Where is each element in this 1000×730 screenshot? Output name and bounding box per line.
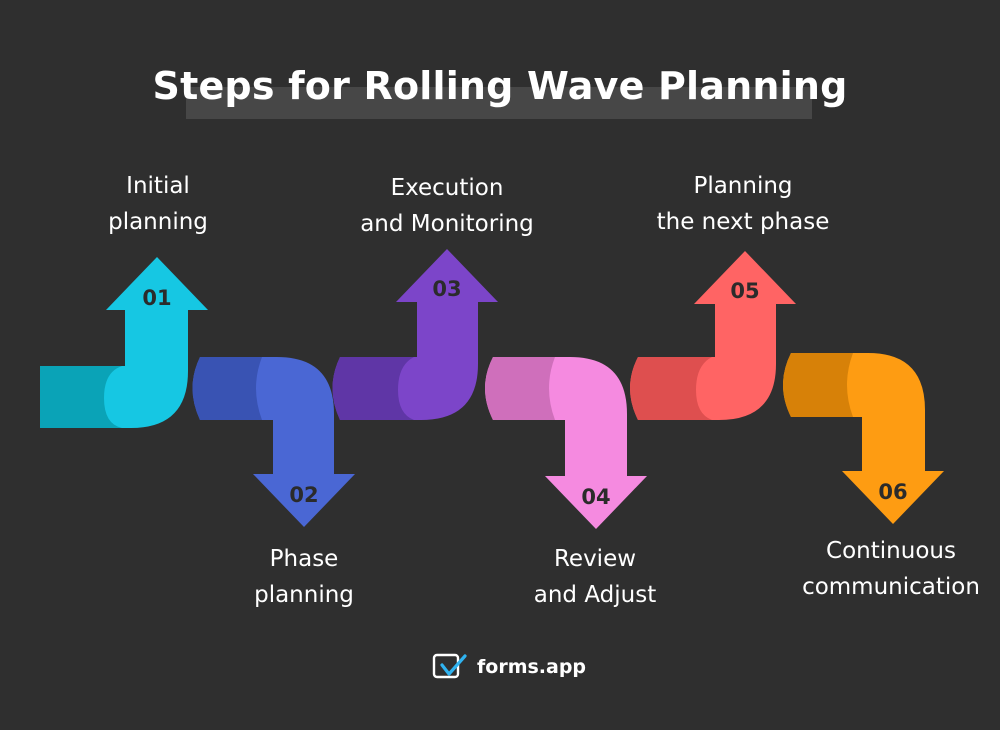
step-06-number: 06 [878,480,907,504]
step-02-label-line-1: Phase [269,546,339,572]
step-01-label: Initial planning [98,168,218,240]
brand-name: forms.app [477,656,587,678]
step-06-arrow: 06 [783,353,944,524]
step-06-label: Continuous communication [797,533,985,605]
title-highlight-band [186,87,812,119]
step-04-label-line-2: and Adjust [533,582,657,608]
brand-footer: forms.app [432,653,586,681]
step-02-label-line-2: planning [254,582,354,608]
step-01-label-line-1: Initial [126,173,190,199]
step-02-arrow: 02 [192,357,355,527]
step-06-label-line-2: communication [802,574,980,600]
step-04-arrow: 04 [485,357,647,529]
step-04-label: Review and Adjust [520,541,670,613]
step-01-number: 01 [142,286,171,310]
step-02-number: 02 [289,483,318,507]
page-title: Steps for Rolling Wave Planning [152,64,848,108]
step-03-arrow: 03 [332,249,498,420]
step-05-number: 05 [730,279,759,303]
step-05-label-line-2: the next phase [656,209,830,235]
step-03-label-line-2: and Monitoring [360,211,534,237]
step-05-label-line-1: Planning [693,173,793,199]
step-02-label: Phase planning [239,541,369,613]
step-05-label: Planning the next phase [648,168,838,240]
forms-app-logo-icon [432,653,467,679]
step-04-label-line-1: Review [553,546,637,572]
step-03-label-line-1: Execution [390,175,504,201]
step-03-number: 03 [432,277,461,301]
step-05-arrow: 05 [630,251,796,420]
step-06-label-line-1: Continuous [826,538,956,564]
step-04-number: 04 [581,485,610,509]
step-01-arrow: 01 [40,257,208,428]
step-03-label: Execution and Monitoring [352,170,542,242]
step-01-label-line-2: planning [108,209,208,235]
